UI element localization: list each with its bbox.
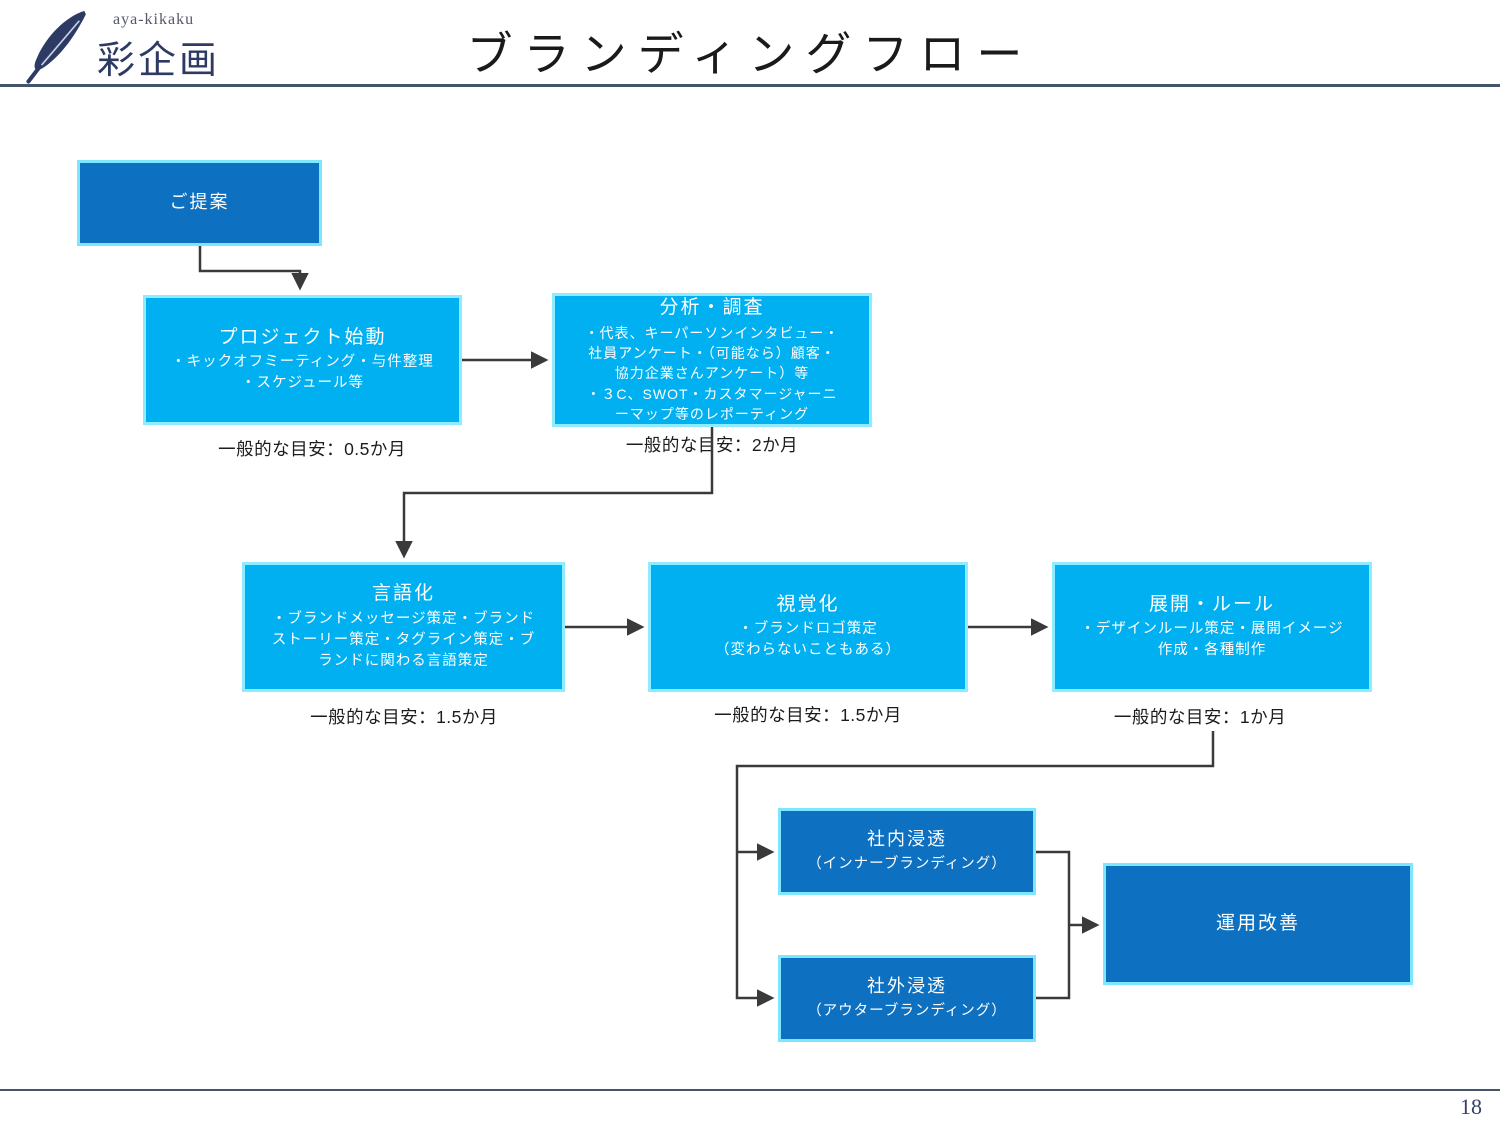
estimate-label-visualization: 一般的な目安：1.5か月 [714,705,902,725]
header-divider [0,84,1500,87]
box-body: ・ブランドロゴ策定 （変わらないこともある） [715,621,901,659]
flow-box-visualization: 視覚化 ・ブランドロゴ策定 （変わらないこともある） [648,562,968,692]
box-body: （インナーブランディング） [807,855,1007,872]
box-body: （アウターブランディング） [807,1002,1007,1019]
estimate-label-project: 一般的な目安：0.5か月 [218,439,406,459]
page-title: ブランディングフロー [466,28,1034,80]
box-title: 展開・ルール [1148,593,1275,615]
flow-box-deployment-rules: 展開・ルール ・デザインルール策定・展開イメージ 作成・各種制作 [1052,562,1372,692]
flow-box-analysis: 分析・調査 ・代表、キーパーソンインタビュー・ 社員アンケート・（可能なら）顧客… [552,293,872,427]
box-body: ・デザインルール策定・展開イメージ 作成・各種制作 [1080,621,1344,659]
box-body: ・キックオフミーティング・与件整理 ・スケジュール等 [171,354,434,392]
box-title: ご提案 [169,192,230,213]
estimate-label-analysis: 一般的な目安：2か月 [625,435,799,455]
box-body: ・ブランドメッセージ策定・ブランド ストーリー策定・タグライン策定・ブ ランドに… [271,610,536,669]
box-title: 分析・調査 [659,296,765,318]
page-number: 18 [1460,1094,1482,1119]
box-title: 視覚化 [776,593,840,615]
flow-box-external-branding: 社外浸透 （アウターブランディング） [778,955,1036,1042]
flow-box-operation-improvement: 運用改善 [1103,863,1413,985]
connector-proposal-to-project [198,246,309,291]
box-body: ・代表、キーパーソンインタビュー・ 社員アンケート・（可能なら）顧客・ 協力企業… [584,324,840,422]
box-title: 社内浸透 [867,829,947,850]
box-title: 社外浸透 [867,976,947,997]
box-title: 運用改善 [1215,912,1300,934]
flow-box-verbalization: 言語化 ・ブランドメッセージ策定・ブランド ストーリー策定・タグライン策定・ブ … [242,562,565,692]
logo-company-name: 彩企画 [97,40,221,82]
footer-divider [0,1089,1500,1091]
connector-internal-to-merge [1036,850,1071,925]
flow-box-proposal: ご提案 [77,160,322,246]
feather-quill-icon [26,10,86,84]
logo-subtitle: aya-kikaku [113,11,195,28]
estimate-label-deployment: 一般的な目安：1か月 [1113,707,1287,727]
connector-external-to-merge [1036,925,1071,1000]
box-title: 言語化 [371,583,435,605]
flow-box-internal-branding: 社内浸透 （インナーブランディング） [778,808,1036,895]
flow-box-project-start: プロジェクト始動 ・キックオフミーティング・与件整理 ・スケジュール等 [143,295,462,425]
box-title: プロジェクト始動 [218,326,387,348]
estimate-label-verbalization: 一般的な目安：1.5か月 [310,707,498,727]
